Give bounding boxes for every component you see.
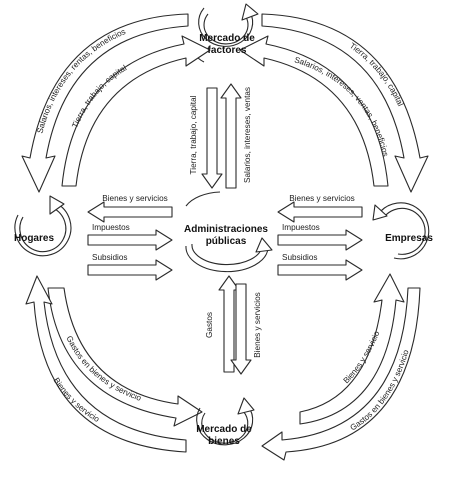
curved-arrow-bl-inner bbox=[47, 287, 203, 427]
arrow-center-bottom-down bbox=[230, 283, 252, 375]
cycle-ring-administraciones bbox=[185, 191, 273, 273]
label-left-subsidios: Subsidios bbox=[92, 253, 128, 262]
label-right-subsidios: Subsidios bbox=[282, 253, 318, 262]
label-center-up-right: Salarios, intereses, ventas bbox=[243, 87, 252, 183]
node-administraciones-line1: Administraciones bbox=[184, 224, 268, 235]
node-administraciones-line2: públicas bbox=[206, 236, 247, 247]
curved-arrow-tr-outer bbox=[261, 13, 429, 193]
arrow-center-top-down bbox=[201, 87, 223, 189]
arrow-center-bottom-up bbox=[218, 275, 240, 373]
curved-arrow-bl-outer bbox=[25, 275, 187, 453]
cycle-ring-bienes bbox=[196, 397, 255, 446]
arrow-left-impuestos bbox=[87, 229, 173, 251]
label-right-bienes: Bienes y servicios bbox=[289, 194, 355, 203]
label-center-down-right: Bienes y servicios bbox=[253, 292, 262, 358]
curved-arrow-br-outer bbox=[261, 287, 421, 461]
node-mercado-bienes-line2: bienes bbox=[208, 436, 240, 447]
cycle-ring-factores bbox=[197, 3, 259, 63]
label-left-impuestos: Impuestos bbox=[92, 223, 130, 232]
curved-arrow-tl-inner bbox=[61, 35, 211, 187]
arrow-right-subsidios bbox=[277, 259, 363, 281]
curved-arrow-tl-outer bbox=[21, 13, 189, 193]
curved-arrow-tr-inner bbox=[239, 35, 389, 187]
node-mercado-bienes-line1: Mercado de bbox=[196, 424, 252, 435]
node-mercado-factores-line2: factores bbox=[208, 45, 247, 56]
arrow-center-top-up bbox=[220, 83, 242, 189]
arrow-left-subsidios bbox=[87, 259, 173, 281]
node-empresas: Empresas bbox=[385, 233, 433, 244]
label-center-down-left: Gastos bbox=[205, 312, 214, 338]
arrow-right-bienes bbox=[277, 201, 363, 223]
arrow-left-bienes bbox=[87, 201, 173, 223]
cycle-ring-empresas bbox=[372, 202, 430, 260]
label-right-impuestos: Impuestos bbox=[282, 223, 320, 232]
node-mercado-factores-line1: Mercado de bbox=[199, 33, 255, 44]
arrow-right-impuestos bbox=[277, 229, 363, 251]
node-hogares: Hogares bbox=[14, 233, 54, 244]
curved-arrow-br-inner bbox=[299, 273, 405, 425]
cycle-ring-hogares bbox=[14, 195, 72, 257]
label-center-up-left: Tierra, trabajo, capital bbox=[189, 95, 198, 174]
label-left-bienes: Bienes y servicios bbox=[102, 194, 168, 203]
